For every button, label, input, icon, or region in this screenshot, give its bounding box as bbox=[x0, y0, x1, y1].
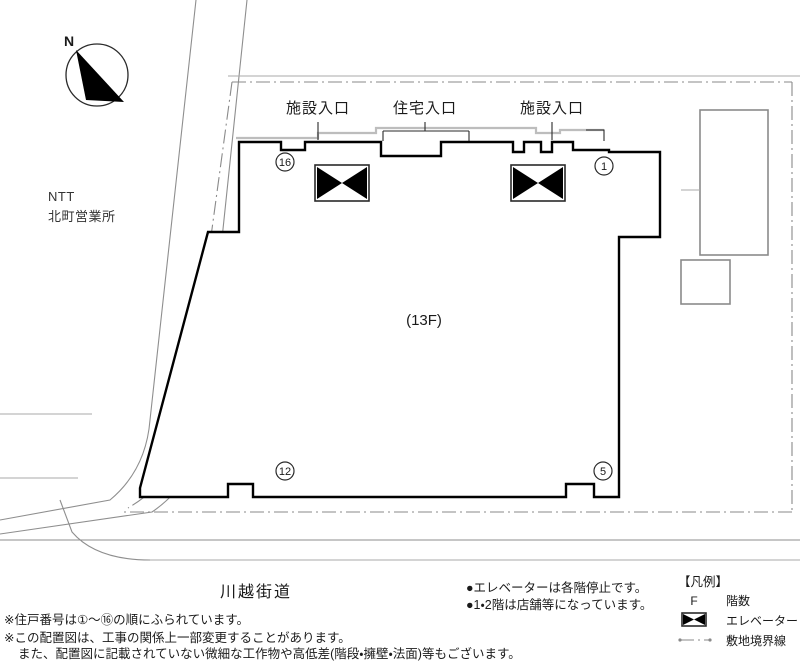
entrance-annotations: 施設入口 住宅入口 施設入口 bbox=[286, 100, 605, 141]
legend-label-elevator: エレベーター bbox=[726, 614, 798, 628]
elevator-west bbox=[314, 164, 370, 202]
entrance-label-facility-right: 施設入口 bbox=[520, 100, 584, 117]
unit-marker-16: 16 bbox=[275, 152, 295, 172]
unit-marker-label-12: 12 bbox=[279, 466, 291, 478]
unit-marker-label-5: 5 bbox=[600, 466, 606, 478]
entrance-leader-corner bbox=[586, 129, 605, 141]
footnote-1: ※この配置図は、工事の関係上一部変更することがあります。 bbox=[4, 630, 351, 645]
floor-count-label: (13F) bbox=[406, 312, 442, 329]
unit-marker-circle-5 bbox=[593, 461, 613, 481]
unit-marker-label-1: 1 bbox=[601, 161, 607, 173]
ntt-label-line2: 北町営業所 bbox=[48, 209, 116, 224]
unit-marker-5: 5 bbox=[593, 461, 613, 481]
legend-label-floor: 階数 bbox=[726, 593, 750, 608]
elevator-icon-east bbox=[513, 167, 538, 199]
elevator-icon-east-right bbox=[538, 167, 563, 199]
unit-marker-circle-12 bbox=[275, 461, 295, 481]
unit-marker-12: 12 bbox=[275, 461, 295, 481]
road-corner-southwest bbox=[59, 499, 151, 561]
entrance-label-facility-left: 施設入口 bbox=[286, 100, 350, 117]
note-bullet-1: ●1・2階は店舗等になっています。 bbox=[466, 597, 652, 612]
footnote-0: ※住戸番号は①〜⑯の順にふられています。 bbox=[4, 613, 249, 627]
legend-heading: 【凡例】 bbox=[678, 575, 728, 589]
legend-label-boundary: 敷地境界線 bbox=[726, 633, 786, 648]
ntt-label-line1: NTT bbox=[48, 189, 75, 204]
road-name-label: 川越街道 bbox=[220, 583, 292, 601]
elevator-icon-west-right bbox=[342, 167, 367, 199]
unit-marker-1: 1 bbox=[594, 156, 614, 176]
compass-rose: N bbox=[64, 33, 129, 107]
neighbor-buildings bbox=[680, 109, 769, 305]
legend-symbol-boundary-icon bbox=[678, 638, 712, 642]
legend-elevator-triangle-right bbox=[694, 614, 705, 625]
elevator-icon-west bbox=[317, 167, 342, 199]
elevator-east bbox=[510, 164, 566, 202]
building-outline bbox=[138, 140, 662, 499]
unit-marker-circle-16 bbox=[275, 152, 295, 172]
neighbor-building-small bbox=[680, 259, 731, 305]
neighbor-building-tall bbox=[699, 109, 769, 256]
legend-elevator-triangle-left bbox=[683, 614, 694, 625]
road-edge-west-outer bbox=[0, 0, 197, 521]
entrance-label-residence: 住宅入口 bbox=[393, 100, 457, 117]
legend-boundary-dot-left bbox=[678, 638, 682, 642]
compass-needle-icon bbox=[76, 50, 124, 102]
legend-symbol-floor: F bbox=[690, 594, 697, 608]
notes-bullets: ●エレベーターは各階停止です。 ●1・2階は店舗等になっています。 bbox=[466, 580, 652, 612]
entrance-leader-residence bbox=[382, 122, 470, 141]
footnote-2: また、配置図に記載されていない微細な工作物や高低差(階段・擁壁・法面)等もござい… bbox=[18, 646, 521, 661]
unit-marker-circle-1 bbox=[594, 156, 614, 176]
unit-marker-label-16: 16 bbox=[279, 157, 291, 169]
legend-symbol-elevator-icon bbox=[681, 612, 707, 627]
note-bullet-0: ●エレベーターは各階停止です。 bbox=[466, 580, 647, 595]
compass-north-label: N bbox=[64, 33, 74, 49]
footnotes: ※住戸番号は①〜⑯の順にふられています。 ※この配置図は、工事の関係上一部変更す… bbox=[4, 613, 521, 661]
legend: 【凡例】 F 階数 エレベーター 敷地境界線 bbox=[678, 575, 798, 648]
ntt-building-label: NTT 北町営業所 bbox=[48, 189, 116, 224]
legend-boundary-dot-right bbox=[708, 638, 712, 642]
